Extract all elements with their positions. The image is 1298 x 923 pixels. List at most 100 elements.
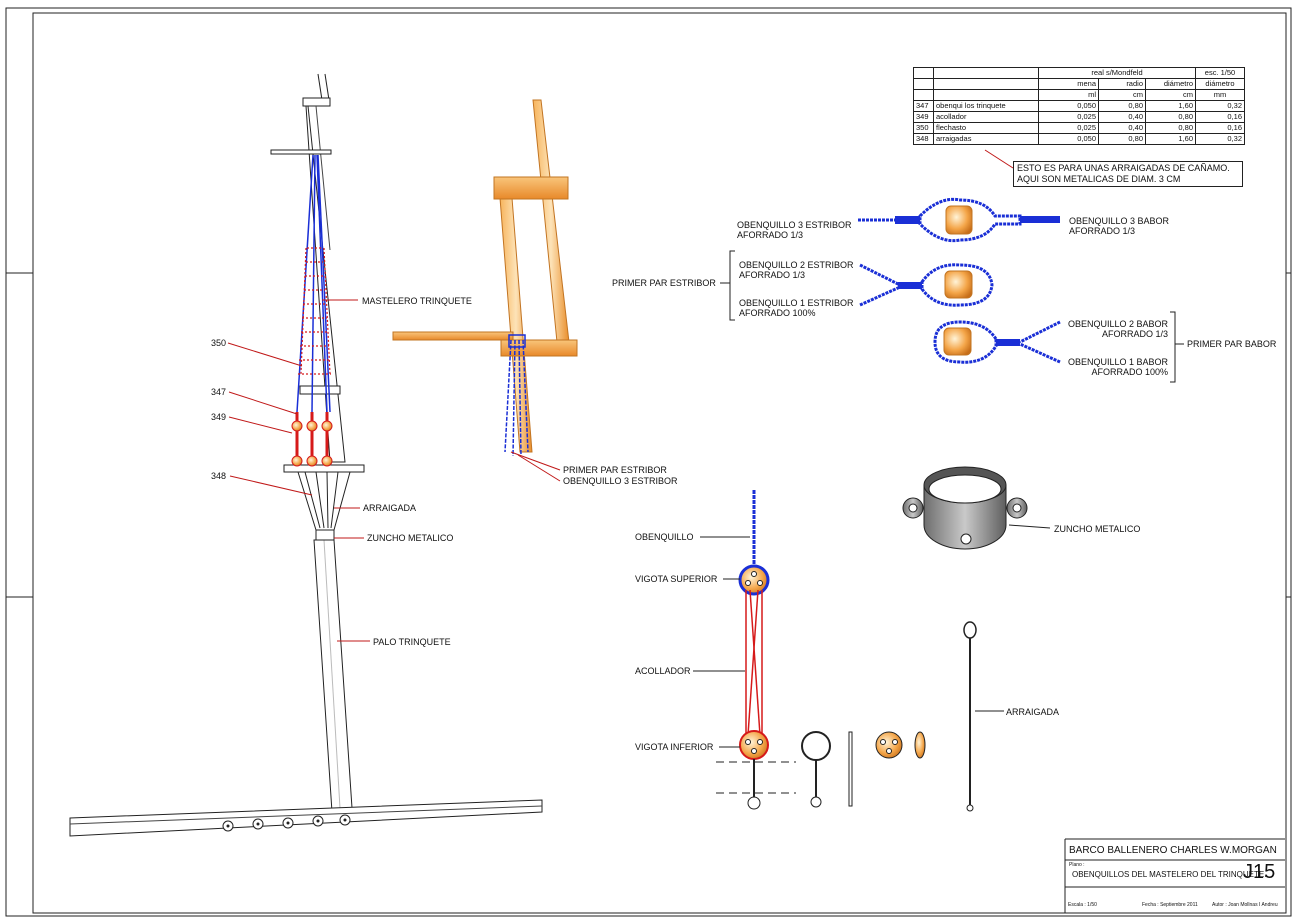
deadeye-set (291, 412, 333, 467)
masthead-detail (392, 99, 578, 482)
deadeye-lanyard-assembly (693, 490, 1004, 812)
label-palo-trinquete: PALO TRINQUETE (373, 637, 451, 647)
row-mena: 0,025 (1038, 122, 1099, 134)
label-arraigada-mast: ARRAIGADA (363, 503, 417, 513)
row-name: flechasto (933, 122, 1039, 134)
label-ob1-estribor-line1: OBENQUILLO 1 ESTRIBOR (739, 298, 854, 308)
group-esc-header: esc. 1/50 (1195, 67, 1245, 79)
label-ob1-estribor: OBENQUILLO 1 ESTRIBOR AFORRADO 100% (739, 298, 854, 318)
label-349: 349 (211, 412, 227, 422)
label-zuncho-mast: ZUNCHO METALICO (367, 533, 454, 543)
row-radio: 0,40 (1098, 122, 1146, 134)
row-name: arraigadas (933, 133, 1039, 145)
row-mena: 0,050 (1038, 133, 1099, 145)
label-ob2-babor: OBENQUILLO 2 BABOR AFORRADO 1/3 (1068, 319, 1168, 339)
label-ob2-estribor-line1: OBENQUILLO 2 ESTRIBOR (739, 260, 854, 270)
primer-par-babor-eye (933, 320, 1061, 364)
row-diam: 0,80 (1145, 111, 1196, 123)
label-ob1-estribor-line2: AFORRADO 100% (739, 308, 816, 318)
table-sub-header: mena radio diámetro diámetro (913, 78, 1245, 90)
table-row: 348 arraigadas 0,050 0,80 1,60 0,32 (913, 133, 1245, 145)
note-pointer (984, 149, 1014, 169)
label-ob1-babor-line2: AFORRADO 100% (1091, 367, 1168, 377)
note-line-2: AQUI SON METALICAS DE DIAM. 3 CM (1017, 174, 1181, 184)
row-diam: 0,80 (1145, 122, 1196, 134)
label-primer-par-babor: PRIMER PAR BABOR (1187, 339, 1277, 349)
header-radio: radio (1098, 78, 1146, 90)
label-350: 350 (211, 338, 227, 348)
title-plano: OBENQUILLOS DEL MASTELERO DEL TRINQUETE. (1072, 870, 1267, 879)
row-diam: 1,60 (1145, 100, 1196, 112)
unit-diametro: cm (1145, 89, 1196, 101)
note-line-1: ESTO ES PARA UNAS ARRAIGADAS DE CAÑAMO. (1017, 163, 1230, 173)
label-ob2-estribor-line2: AFORRADO 1/3 (739, 270, 806, 280)
title-autor: Autor : Joan Mollnas I Andreu (1212, 902, 1278, 908)
header-mena: mena (1038, 78, 1099, 90)
label-primer-par-estribor-detail: PRIMER PAR ESTRIBOR (563, 465, 667, 475)
unit-mena: ml (1038, 89, 1099, 101)
label-obenquillo-3-estribor-detail: OBENQUILLO 3 ESTRIBOR (563, 476, 678, 486)
sheet-border (5, 7, 1292, 917)
label-acollador: ACOLLADOR (635, 666, 691, 676)
row-diam: 1,60 (1145, 133, 1196, 145)
row-mena: 0,025 (1038, 111, 1099, 123)
label-ob1-babor: OBENQUILLO 1 BABOR AFORRADO 100% (1068, 357, 1168, 377)
row-id: 348 (913, 133, 934, 145)
group-real-header: real s/Mondfeld (1038, 67, 1196, 79)
table-row: 347 obenqui los trinquete 0,050 0,80 1,6… (913, 100, 1245, 112)
title-fecha: Fecha : Septiembre 2011 (1142, 902, 1198, 908)
spec-table: real s/Mondfeld esc. 1/50 mena radio diá… (913, 67, 1245, 145)
title-code: J15 (1243, 861, 1276, 883)
label-mastelero-trinquete: MASTELERO TRINQUETE (362, 296, 472, 306)
obenquillo-3-estribor-eye (858, 197, 1060, 243)
title-plano-label: Plano : (1069, 862, 1085, 868)
row-id: 349 (913, 111, 934, 123)
label-primer-par-estribor: PRIMER PAR ESTRIBOR (612, 278, 716, 288)
label-347: 347 (211, 387, 227, 397)
header-diametro: diámetro (1145, 78, 1196, 90)
row-radio: 0,80 (1098, 133, 1146, 145)
label-ob3-babor-line1: OBENQUILLO 3 BABOR (1069, 216, 1170, 226)
unit-diametro-esc: mm (1195, 89, 1245, 101)
note-box: ESTO ES PARA UNAS ARRAIGADAS DE CAÑAMO. … (1013, 161, 1243, 187)
table-group-header: real s/Mondfeld esc. 1/50 (913, 67, 1245, 79)
label-ob2-babor-line1: OBENQUILLO 2 BABOR (1068, 319, 1169, 329)
title-escala: Escala : 1/50 (1068, 902, 1097, 908)
label-vigota-superior: VIGOTA SUPERIOR (635, 574, 718, 584)
row-id: 347 (913, 100, 934, 112)
table-units: ml cm cm mm (913, 89, 1245, 101)
primer-par-estribor-eye (859, 263, 994, 307)
label-ob3-estribor-line1: OBENQUILLO 3 ESTRIBOR (737, 220, 852, 230)
header-diametro-esc: diámetro (1195, 78, 1245, 90)
unit-radio: cm (1098, 89, 1146, 101)
row-name: acollador (933, 111, 1039, 123)
row-radio: 0,40 (1098, 111, 1146, 123)
row-diam-esc: 0,16 (1195, 122, 1245, 134)
row-diam-esc: 0,32 (1195, 133, 1245, 145)
label-ob3-estribor: OBENQUILLO 3 ESTRIBOR AFORRADO 1/3 (737, 220, 852, 240)
row-diam-esc: 0,32 (1195, 100, 1245, 112)
table-row: 350 flechasto 0,025 0,40 0,80 0,16 (913, 122, 1245, 134)
label-ob3-estribor-line2: AFORRADO 1/3 (737, 230, 804, 240)
label-348: 348 (211, 471, 227, 481)
row-id: 350 (913, 122, 934, 134)
label-ob1-babor-line1: OBENQUILLO 1 BABOR (1068, 357, 1169, 367)
row-name: obenqui los trinquete (933, 100, 1039, 112)
label-obenquillo: OBENQUILLO (635, 532, 694, 542)
title-block-frame (1064, 838, 1285, 913)
label-ob2-estribor: OBENQUILLO 2 ESTRIBOR AFORRADO 1/3 (739, 260, 854, 280)
zuncho-metalico-ring (902, 466, 1051, 550)
row-mena: 0,050 (1038, 100, 1099, 112)
label-zuncho-detail: ZUNCHO METALICO (1054, 524, 1141, 534)
table-row: 349 acollador 0,025 0,40 0,80 0,16 (913, 111, 1245, 123)
title-ship: BARCO BALLENERO CHARLES W.MORGAN (1069, 845, 1277, 856)
label-arraigada-detail: ARRAIGADA (1006, 707, 1060, 717)
mast-elevation (69, 73, 543, 837)
shroud-eye-details (720, 197, 1184, 383)
row-diam-esc: 0,16 (1195, 111, 1245, 123)
label-ob3-babor: OBENQUILLO 3 BABOR AFORRADO 1/3 (1069, 216, 1169, 236)
label-ob3-babor-line2: AFORRADO 1/3 (1069, 226, 1136, 236)
row-radio: 0,80 (1098, 100, 1146, 112)
